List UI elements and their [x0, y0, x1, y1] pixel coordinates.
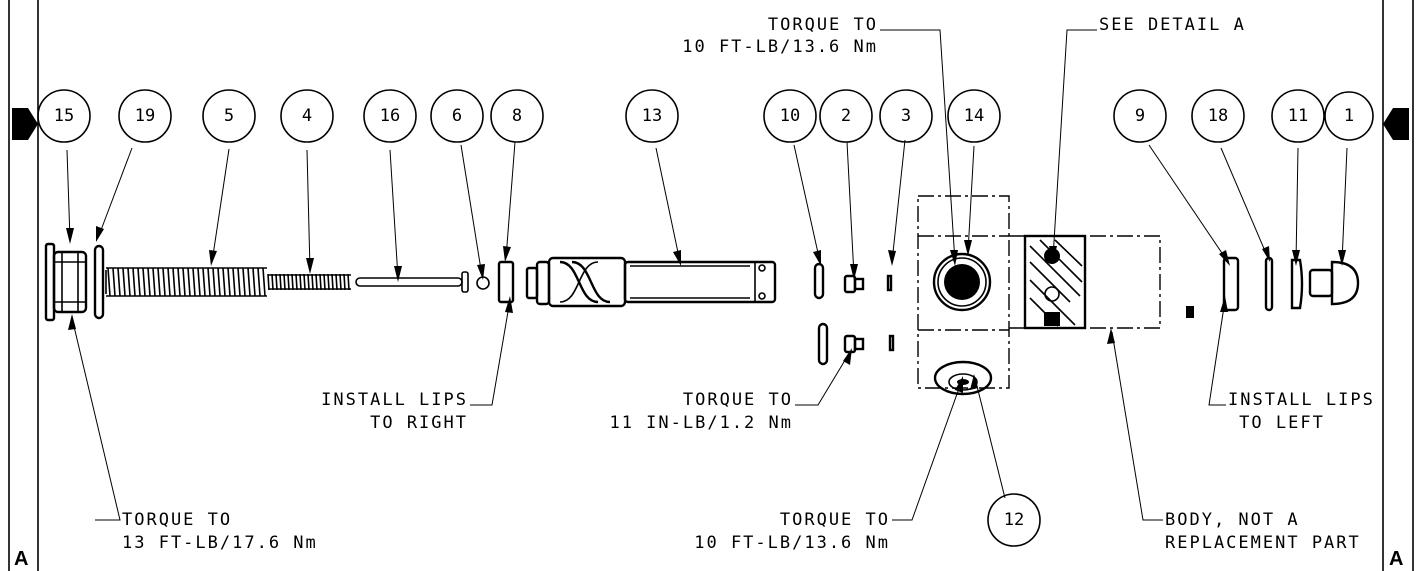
torque-note-bottom-line1: TORQUE TO: [780, 510, 890, 530]
balloon-10: 10: [763, 89, 817, 143]
balloon-4: 4: [280, 89, 334, 143]
balloon-16: 16: [363, 89, 417, 143]
part-13-stem: [525, 256, 777, 308]
balloon-14: 14: [947, 89, 1001, 143]
balloon-9: 9: [1113, 89, 1167, 143]
drawing-border: A A: [8, 0, 1414, 571]
part-9-seal: [1222, 256, 1240, 312]
part-2-screw-upper: [843, 274, 865, 294]
see-detail-note: SEE DETAIL A: [1099, 15, 1246, 35]
detail-a-section: [1023, 234, 1087, 330]
install-lips-left-line2: TO LEFT: [1239, 413, 1325, 433]
svg-text:8: 8: [512, 106, 522, 126]
balloon-12: 12: [987, 493, 1041, 547]
torque-note-small-line1: TORQUE TO: [683, 390, 793, 410]
svg-text:3: 3: [901, 106, 911, 126]
torque-note-left-line2: 13 FT-LB/17.6 Nm: [122, 533, 318, 553]
svg-text:14: 14: [964, 106, 984, 126]
install-lips-right-line1: INSTALL LIPS: [321, 390, 468, 410]
svg-text:2: 2: [841, 106, 851, 126]
svg-text:19: 19: [135, 106, 155, 126]
svg-text:1: 1: [1344, 106, 1354, 126]
balloon-3: 3: [879, 89, 933, 143]
part-3-washer-upper: [886, 274, 893, 292]
svg-text:4: 4: [302, 106, 312, 126]
part-10-oring-lower: [817, 322, 829, 366]
install-lips-left-line1: INSTALL LIPS: [1228, 390, 1375, 410]
item-balloons: 15 19 5 4 16 6 8 13 10 2 3 14 9 18 11 1 …: [37, 89, 1374, 547]
torque-note-bottom-line2: 10 FT-LB/13.6 Nm: [694, 533, 890, 553]
part-3-washer-lower: [888, 334, 895, 352]
part-5-spring: [105, 267, 267, 297]
balloon-15: 15: [37, 89, 91, 143]
body-note-line2: REPLACEMENT PART: [1165, 533, 1361, 553]
arrowheads: [66, 226, 1346, 393]
part-4-spring: [267, 273, 351, 291]
svg-text:11: 11: [1288, 106, 1308, 126]
svg-text:9: 9: [1135, 106, 1145, 126]
part-16-pin: [355, 271, 469, 293]
part-19-seal: [93, 244, 105, 320]
torque-note-small-line2: 11 IN-LB/1.2 Nm: [609, 413, 793, 433]
part-2-screw-lower: [843, 334, 865, 354]
svg-text:13: 13: [642, 106, 662, 126]
torque-note-left-line1: TORQUE TO: [122, 510, 232, 530]
zone-label-left: A: [14, 548, 28, 570]
balloon-11: 11: [1271, 89, 1325, 143]
zone-marker-left-icon: [12, 108, 38, 140]
part-14-plug: [932, 252, 992, 312]
part-11-washer: [1290, 258, 1304, 310]
parts: [44, 195, 1360, 396]
balloon-6: 6: [430, 89, 484, 143]
part-18-ring: [1264, 256, 1274, 312]
part-8-seal: [497, 260, 515, 304]
torque-note-top-line2: 10 FT-LB/13.6 Nm: [682, 37, 878, 57]
svg-text:18: 18: [1208, 106, 1228, 126]
svg-text:12: 12: [1004, 510, 1024, 530]
balloon-8: 8: [490, 89, 544, 143]
install-lips-right-line2: TO RIGHT: [370, 413, 468, 433]
part-12-plug: [933, 360, 993, 396]
part-small-plug: [1186, 306, 1194, 318]
balloon-1: 1: [1324, 91, 1374, 141]
part-1-knob: [1308, 260, 1360, 306]
svg-text:16: 16: [380, 106, 400, 126]
balloon-18: 18: [1191, 89, 1245, 143]
part-15-cap: [44, 242, 88, 322]
body-note-line1: BODY, NOT A: [1165, 510, 1300, 530]
part-6-ball: [476, 276, 490, 290]
balloon-13: 13: [625, 89, 679, 143]
part-10-oring-upper: [813, 262, 825, 300]
svg-text:6: 6: [452, 106, 462, 126]
svg-text:5: 5: [224, 106, 234, 126]
torque-note-top-line1: TORQUE TO: [768, 15, 878, 35]
balloon-19: 19: [118, 89, 172, 143]
zone-marker-right-icon: [1383, 108, 1409, 140]
svg-text:15: 15: [54, 106, 74, 126]
balloon-5: 5: [202, 89, 256, 143]
svg-text:10: 10: [780, 106, 800, 126]
callout-notes: TORQUE TO 10 FT-LB/13.6 Nm SEE DETAIL A …: [122, 15, 1375, 553]
zone-label-right: A: [1389, 548, 1403, 570]
balloon-2: 2: [819, 89, 873, 143]
leader-lines: [66, 29, 1348, 521]
